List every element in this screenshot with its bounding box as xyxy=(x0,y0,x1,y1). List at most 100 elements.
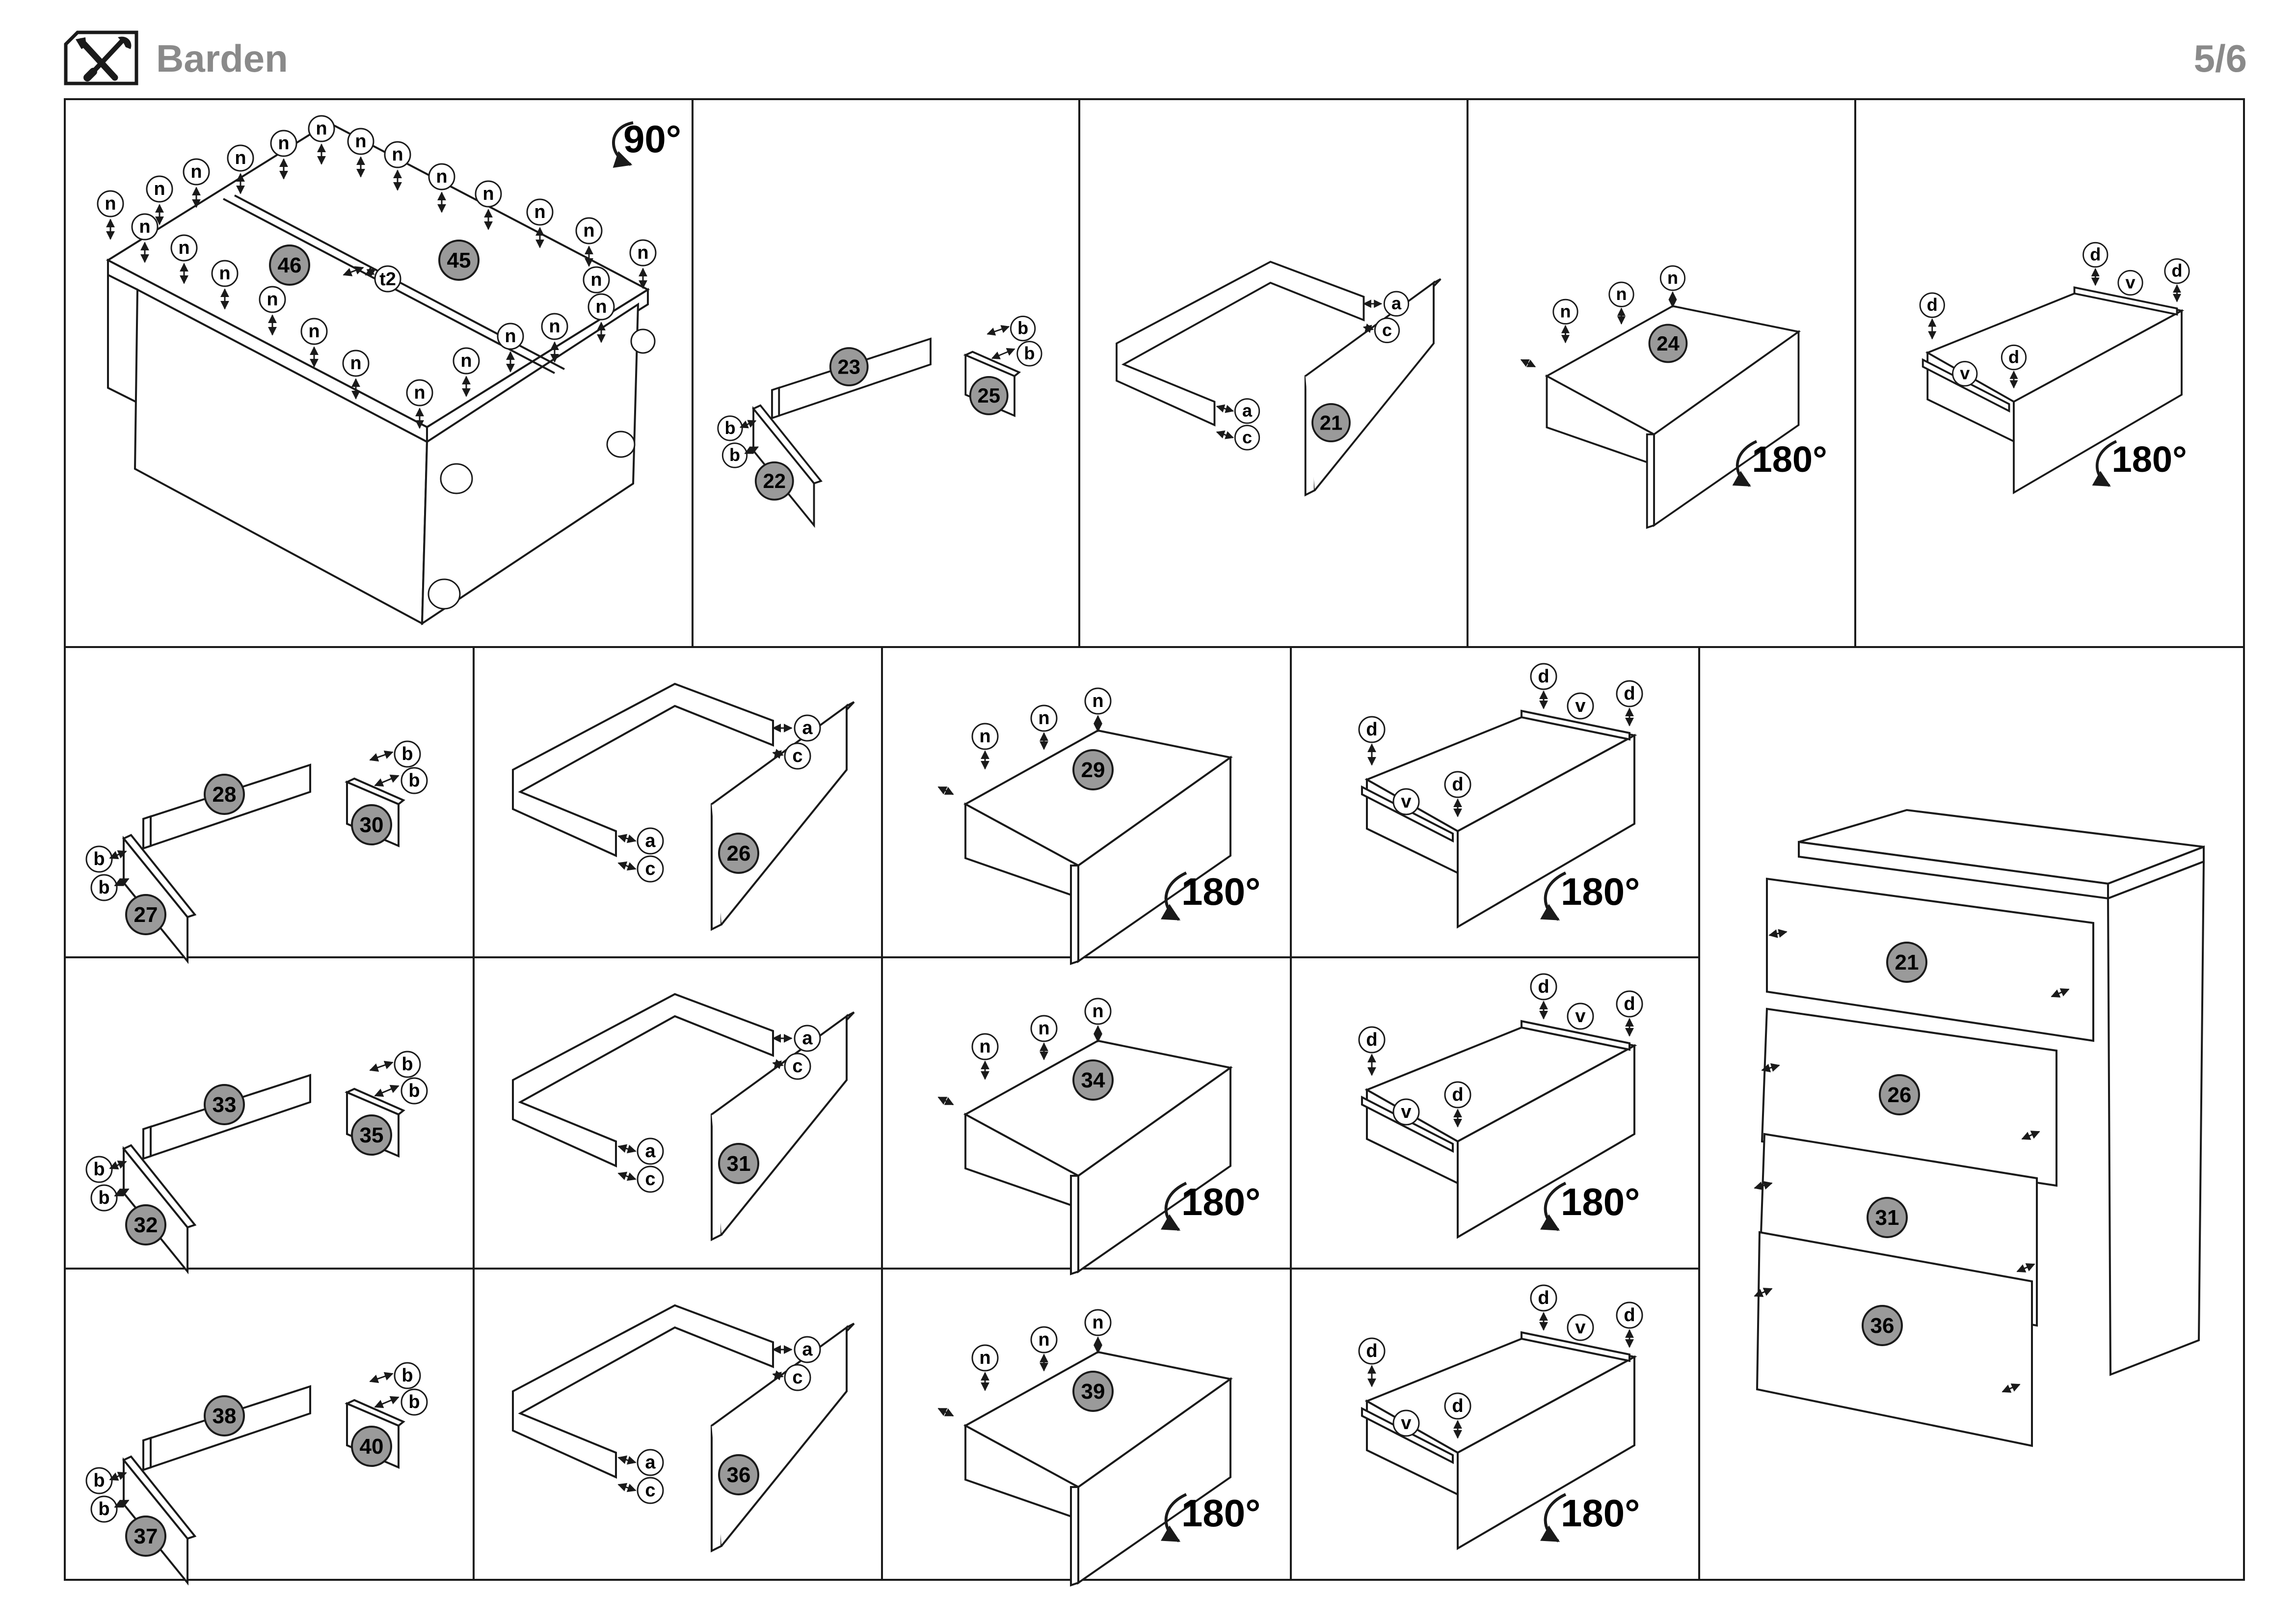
fastener-bubble xyxy=(1567,1314,1594,1341)
left-top xyxy=(122,1144,197,1229)
fastener-bubble-group: d xyxy=(1919,292,1945,318)
fastener-bubble xyxy=(2164,258,2190,284)
drawer-front xyxy=(2013,309,2183,494)
page-header: Barden 5/6 xyxy=(0,0,2296,98)
fastener-bubble-group: n xyxy=(575,217,603,244)
fastener-bubble xyxy=(1084,687,1112,715)
fastener-label: n xyxy=(1038,708,1049,729)
rotation-label: 180° xyxy=(1181,1491,1260,1535)
fastener-bubble-group: n xyxy=(183,158,210,186)
fastener-label: v xyxy=(1575,696,1585,716)
fastener-label: d xyxy=(1366,1341,1377,1361)
fastener-label: a xyxy=(802,718,813,738)
rotation-arrow xyxy=(1732,440,1758,487)
part-number: 34 xyxy=(1081,1068,1105,1092)
left-top xyxy=(122,834,197,919)
rotation-arrow xyxy=(1160,871,1187,921)
fastener-bubble xyxy=(1616,1301,1643,1329)
fastener-bubble-group: a xyxy=(794,1336,821,1363)
part-bubble xyxy=(204,1084,245,1125)
left-top xyxy=(122,1455,197,1540)
fastener-label: n xyxy=(219,263,230,284)
fastener-label: n xyxy=(308,321,320,342)
rotation-label: 180° xyxy=(1181,870,1260,913)
fastener-bubble-group: b xyxy=(400,1388,428,1416)
fastener-bubble-group: n xyxy=(131,213,159,241)
part-bubble-group: 30 xyxy=(351,804,392,845)
fastener-bubble-group: n xyxy=(211,260,239,287)
fastener-label: a xyxy=(1391,293,1402,313)
part-bubble-group: 40 xyxy=(351,1426,392,1467)
fastener-bubble xyxy=(1010,315,1036,342)
fastener-label: b xyxy=(1024,343,1035,363)
front-face xyxy=(711,704,848,925)
arrow xyxy=(114,1188,130,1197)
fastener-bubble xyxy=(717,415,743,441)
part-bubble-group: 26 xyxy=(1879,1074,1920,1115)
fastener-bubble xyxy=(721,442,748,468)
fastener-bubble-group: v xyxy=(1392,1409,1420,1437)
fastener-bubble xyxy=(300,318,328,345)
arrow xyxy=(1520,359,1536,368)
fastener-bubble-group: a xyxy=(1383,291,1410,317)
fastener-bubble xyxy=(1030,1326,1058,1353)
fastener-bubble xyxy=(1392,1409,1420,1437)
fastener-bubble xyxy=(637,855,664,883)
fastener-bubble xyxy=(97,190,124,217)
fastener-bubble-group: n xyxy=(475,180,502,208)
fastener-bubble-group: d xyxy=(1530,663,1557,690)
fastener-bubble-group: b xyxy=(400,767,428,794)
fastener-label: n xyxy=(979,726,990,747)
fastener-label: n xyxy=(979,1348,990,1368)
fastener-label: n xyxy=(1092,691,1103,711)
fastener-label: n xyxy=(1038,1018,1049,1039)
part-bubble-group: 24 xyxy=(1648,324,1688,363)
fastener-label: d xyxy=(1927,295,1938,315)
fastener-label: t2 xyxy=(379,269,396,290)
dresser-side xyxy=(2107,860,2205,1376)
fastener-bubble-group: b xyxy=(90,1495,118,1523)
fastener-label: n xyxy=(595,297,607,317)
drawer-frame xyxy=(1116,261,1365,427)
fastener-bubble xyxy=(1234,425,1260,451)
fastener-label: b xyxy=(93,849,105,869)
part-number: 22 xyxy=(763,469,786,492)
fastener-bubble-group: n xyxy=(1030,704,1058,732)
fastener-bubble-group: d xyxy=(1616,680,1643,707)
part-bubble xyxy=(1072,1059,1114,1101)
fastener-label: v xyxy=(1401,1102,1411,1122)
fastener-label: n xyxy=(235,148,246,168)
part-number: 40 xyxy=(360,1435,384,1459)
fastener-bubble-group: b xyxy=(394,1362,421,1389)
fastener-label: b xyxy=(724,418,735,438)
fastener-label: b xyxy=(408,770,420,791)
part-number: 30 xyxy=(360,813,384,837)
fastener-bubble xyxy=(541,313,568,340)
part-bubble xyxy=(204,774,245,815)
part-number: 46 xyxy=(278,253,302,277)
fastener-bubble xyxy=(1084,998,1112,1025)
fastener-bubble-group: d xyxy=(1616,1301,1643,1329)
arrow xyxy=(1362,323,1374,333)
fastener-bubble-group: b xyxy=(394,740,421,768)
rotate-180-icon: 180° xyxy=(1540,1491,1640,1543)
fastener-label: d xyxy=(1624,994,1635,1014)
rotate-180-icon: 180° xyxy=(1540,870,1640,921)
drawer-edge xyxy=(1070,865,1079,965)
fastener-bubble xyxy=(400,1388,428,1416)
fastener-label: v xyxy=(1401,791,1411,812)
fastener-bubble-group: b xyxy=(717,415,743,441)
fastener-label: a xyxy=(1242,401,1253,421)
fastener-label: n xyxy=(549,316,560,337)
fastener-bubble-group: n xyxy=(453,347,480,375)
arrow xyxy=(772,1059,784,1069)
fastener-label: d xyxy=(1452,774,1463,795)
fastener-bubble xyxy=(400,1077,428,1105)
arrow xyxy=(374,774,400,787)
